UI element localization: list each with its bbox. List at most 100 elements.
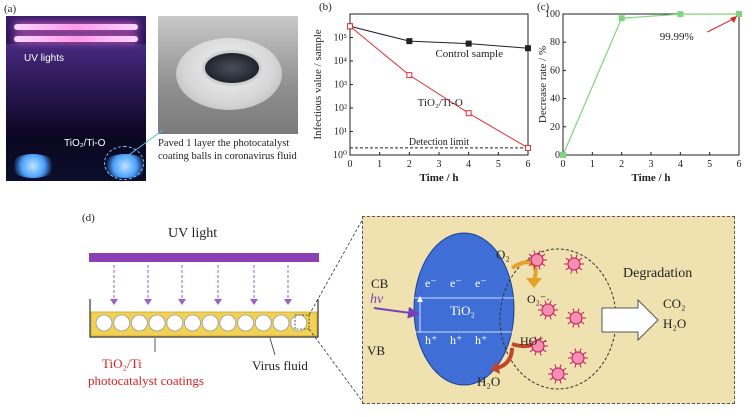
chart-b-point <box>525 144 531 151</box>
chart-b-point <box>406 72 413 79</box>
tio2-label: TiO₂ <box>450 303 476 318</box>
chart-c-point <box>560 152 566 158</box>
chart-c-panel-label: (c) <box>537 1 550 13</box>
virus-particle <box>564 254 584 274</box>
chart-c-point <box>618 15 625 22</box>
chart-c-annotation-arrow <box>707 17 736 33</box>
mechanism-diagram <box>373 232 659 390</box>
degradation-label: Degradation <box>623 266 693 281</box>
chart-c-xtick-label: 5 <box>707 159 712 170</box>
hole-2: h⁺ <box>450 333 463 347</box>
chart-c-annotation: 99.99% <box>660 31 694 43</box>
uv-light-label: UV light <box>168 226 218 241</box>
chart-b-ytick-label: 10⁴ <box>334 56 348 67</box>
uv-rays <box>110 265 292 305</box>
chart-c-xlabel: Time / h <box>632 172 671 184</box>
chart-b-xtick-label: 1 <box>377 159 382 170</box>
coating-balls <box>95 314 308 332</box>
electron-1: e⁻ <box>425 276 437 290</box>
chart-b-series-label: TiO₂/Ti-O <box>418 97 463 109</box>
chart-b-point <box>465 40 472 47</box>
h2o-product-label: H₂O <box>663 316 687 331</box>
hv-label: hv <box>370 292 384 307</box>
chart-b-xlabel: Time / h <box>420 172 459 184</box>
coating-ball <box>201 314 219 332</box>
coating-ball <box>131 314 148 332</box>
virus-particle <box>566 308 586 328</box>
chart-c-xtick-label: 2 <box>619 159 624 170</box>
chart-c-annotation-arrowhead <box>730 16 737 24</box>
coating-ball <box>148 314 166 332</box>
virus-particle <box>538 300 558 320</box>
chart-c-xtick-label: 3 <box>649 159 654 170</box>
coating-ball <box>219 314 237 332</box>
petri-dish-photo <box>158 16 298 134</box>
chart-b-series-label: Control sample <box>435 48 503 60</box>
connector-line <box>121 129 164 161</box>
chart-c-ytick-label: 80 <box>550 37 560 48</box>
chart-b-series-line <box>349 25 529 49</box>
coating-ball <box>95 314 113 332</box>
chart-c-frame <box>562 13 740 156</box>
chart-b-xtick-label: 2 <box>407 159 412 170</box>
chart-b-ylabel: Infectious value / sample <box>312 29 324 139</box>
chart-b-panel-label: (b) <box>319 1 332 13</box>
o2-radical-label: O₂⁻· <box>527 292 551 306</box>
chart-b-ytick-label: 10¹ <box>334 127 347 138</box>
hole-3: h⁺ <box>475 333 488 347</box>
panel-a-label: (a) <box>4 3 17 15</box>
chart-b-point <box>465 110 472 117</box>
virus-particle <box>568 348 588 368</box>
uv-light-bar <box>89 253 319 262</box>
degradation-arrow <box>601 298 659 342</box>
chart-b-ytick-label: 10² <box>334 103 347 114</box>
chart-c-ytick-label: 20 <box>550 122 560 133</box>
electron-2: e⁻ <box>450 276 462 290</box>
chart-c-ytick-label: 40 <box>550 94 560 105</box>
chart-b-xtick-label: 6 <box>526 159 531 170</box>
ho-radical-label: HO⁻· <box>520 334 548 348</box>
chart-c-xtick-label: 4 <box>678 159 683 170</box>
chart-b-annotation: Detection limit <box>409 137 469 148</box>
chart-b-xtick-label: 3 <box>437 159 442 170</box>
h2o-label: H₂O <box>477 374 501 389</box>
caption-line-2: coating balls in coronavirus fluid <box>158 151 297 162</box>
coating-ball <box>166 314 184 332</box>
coating-label-1: TiO₂/Ti <box>102 356 142 371</box>
chart-c-ytick-label: 0 <box>555 150 560 161</box>
chart-b-frame <box>349 13 529 156</box>
coating-ball <box>113 314 131 332</box>
virus-particle <box>548 364 568 384</box>
cb-label: CB <box>371 276 389 291</box>
chart-b-xtick-label: 5 <box>496 159 501 170</box>
virus-particles <box>527 250 588 384</box>
sample-label: TiO₂/Ti-O <box>64 138 106 149</box>
chart-c-point <box>736 11 742 18</box>
electron-3: e⁻ <box>475 276 487 290</box>
caption-line-1: Paved 1 layer the photocatalyst <box>158 138 290 149</box>
chart-b-point <box>347 23 353 30</box>
panel-d-label: (d) <box>82 212 95 224</box>
chart-b-xtick-label: 0 <box>348 159 353 170</box>
chart-c-xtick-label: 6 <box>737 159 742 170</box>
coating-ball <box>254 314 272 332</box>
chart-c-point <box>677 11 684 18</box>
coating-schematic <box>89 215 365 406</box>
uv-chamber-photo: UV lights TiO₂/Ti-O <box>6 16 146 181</box>
chart-b-series-line <box>349 25 529 149</box>
vb-label: VB <box>367 343 386 358</box>
co2-label: CO₂ <box>663 296 686 311</box>
virus-particle <box>528 336 548 356</box>
coating-label-2: photocatalyst coatings <box>88 373 204 388</box>
coating-ball <box>272 314 290 332</box>
coating-ball <box>184 314 201 332</box>
hole-1: h⁺ <box>425 333 438 347</box>
virus-particle <box>527 250 547 270</box>
chart-c-xtick-label: 1 <box>590 159 595 170</box>
virus-fluid-label: Virus fluid <box>252 358 308 373</box>
chart-b-ytick-label: 10⁰ <box>333 150 347 161</box>
uv-lights-label: UV lights <box>24 53 65 64</box>
chart-c-ytick-label: 100 <box>545 9 560 20</box>
